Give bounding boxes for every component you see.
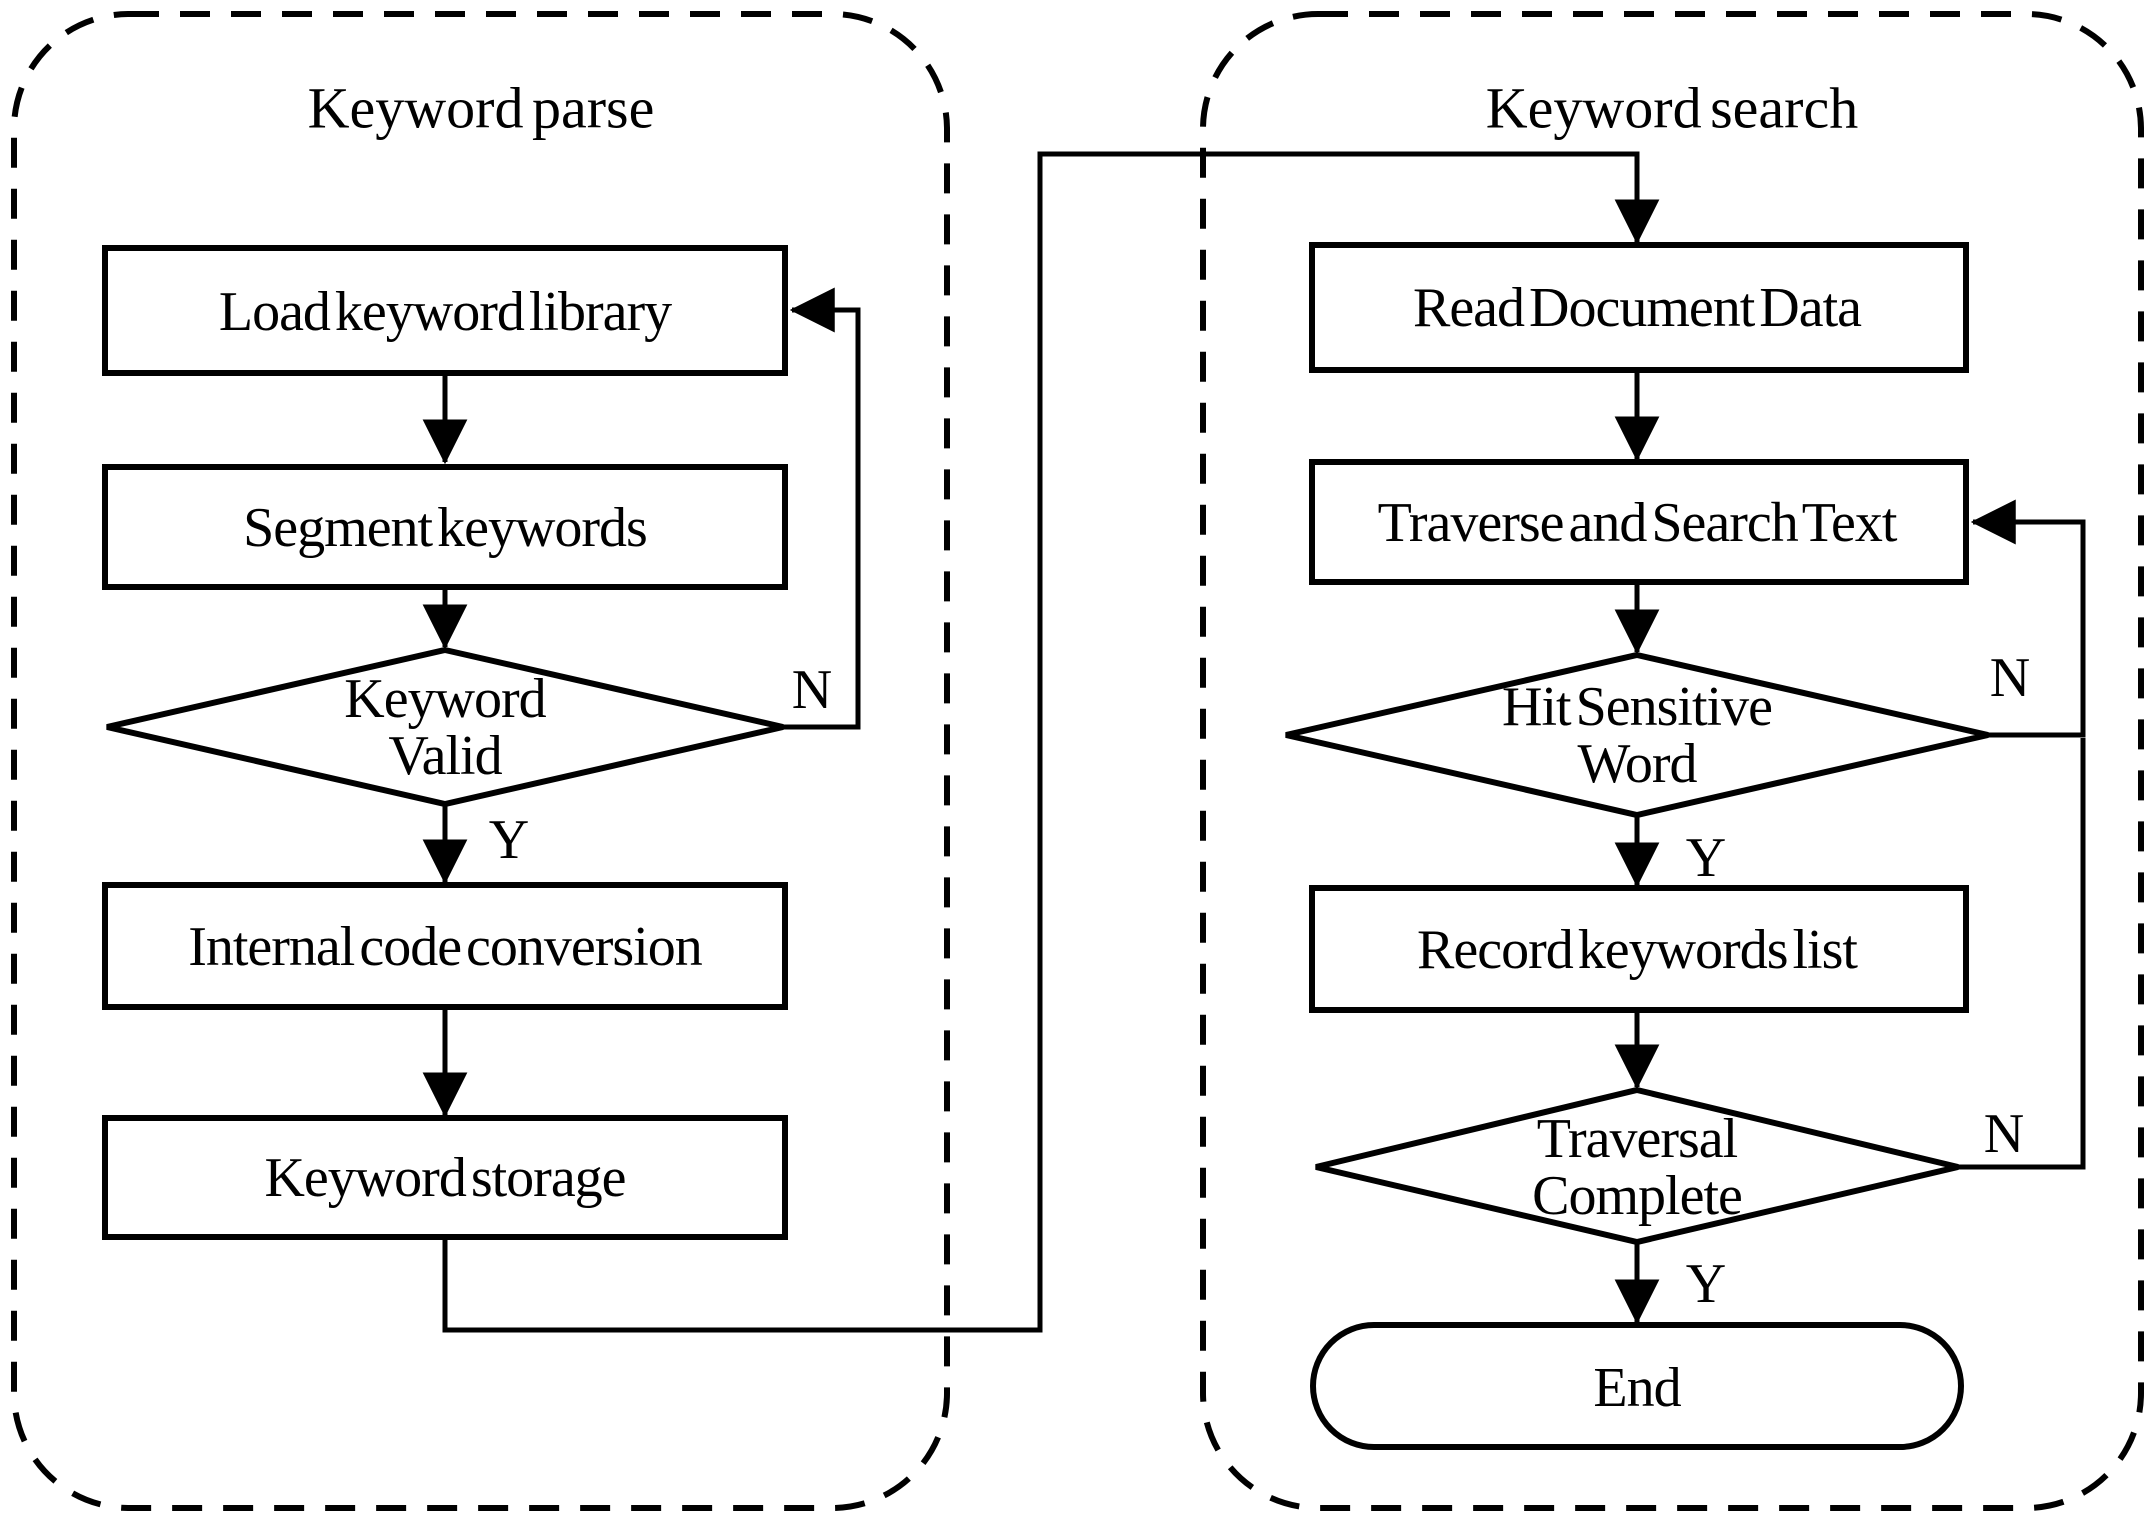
process-keyword-storage <box>102 1115 788 1240</box>
terminator-end <box>1310 1322 1964 1450</box>
node-label: Read Document Data <box>1413 277 1862 339</box>
panel-title: Keyword search <box>1486 76 1858 141</box>
decision-keyword-valid <box>106 646 784 808</box>
branch-label-no: N <box>792 659 832 721</box>
decision-traversal-complete <box>1315 1086 1959 1246</box>
process-traverse-and-search-text <box>1309 459 1969 585</box>
process-internal-code-conversion <box>102 882 788 1010</box>
branch-label-yes: Y <box>1686 827 1726 889</box>
branch-label-no: N <box>1990 647 2030 709</box>
branch-label-yes: Y <box>1686 1253 1726 1315</box>
panel-keyword-parse: Keyword parse Load keyword library Segme… <box>11 11 1660 1511</box>
node-label-line1: Keyword <box>344 668 546 730</box>
branch-label-yes: Y <box>489 809 529 871</box>
node-label: Internal code conversion <box>188 916 703 978</box>
process-read-document-data <box>1309 242 1969 373</box>
edge-valid-no-loop <box>783 287 861 730</box>
process-segment-keywords <box>102 464 788 590</box>
edge-storage-to-read-document <box>442 151 1660 1333</box>
node-label-line1: Traversal <box>1537 1108 1738 1170</box>
node-label: Record keywords list <box>1417 919 1858 981</box>
node-label-line2: Complete <box>1532 1165 1742 1227</box>
node-label-line2: Word <box>1577 733 1697 795</box>
decision-hit-sensitive-word <box>1285 651 1989 819</box>
node-label: End <box>1593 1357 1681 1419</box>
process-load-keyword-library <box>102 245 788 376</box>
branch-label-no: N <box>1984 1103 2024 1165</box>
node-label-line2: Valid <box>388 725 502 787</box>
panel-title: Keyword parse <box>308 76 655 141</box>
node-label: Keyword storage <box>264 1147 625 1209</box>
node-label: Segment keywords <box>243 497 647 559</box>
edge-hit-no-loop <box>1970 499 2086 738</box>
node-label: Traverse and Search Text <box>1378 492 1898 554</box>
process-record-keywords-list <box>1309 885 1969 1013</box>
node-label-line1: Hit Sensitive <box>1502 676 1772 738</box>
node-label: Load keyword library <box>219 281 672 343</box>
panel-dashed-border <box>1200 11 2144 1511</box>
panel-dashed-border <box>11 11 950 1511</box>
panel-keyword-search: Keyword search Read Document Data Traver… <box>1200 11 2144 1511</box>
edge-traversal-no-loop <box>1958 738 2086 1170</box>
